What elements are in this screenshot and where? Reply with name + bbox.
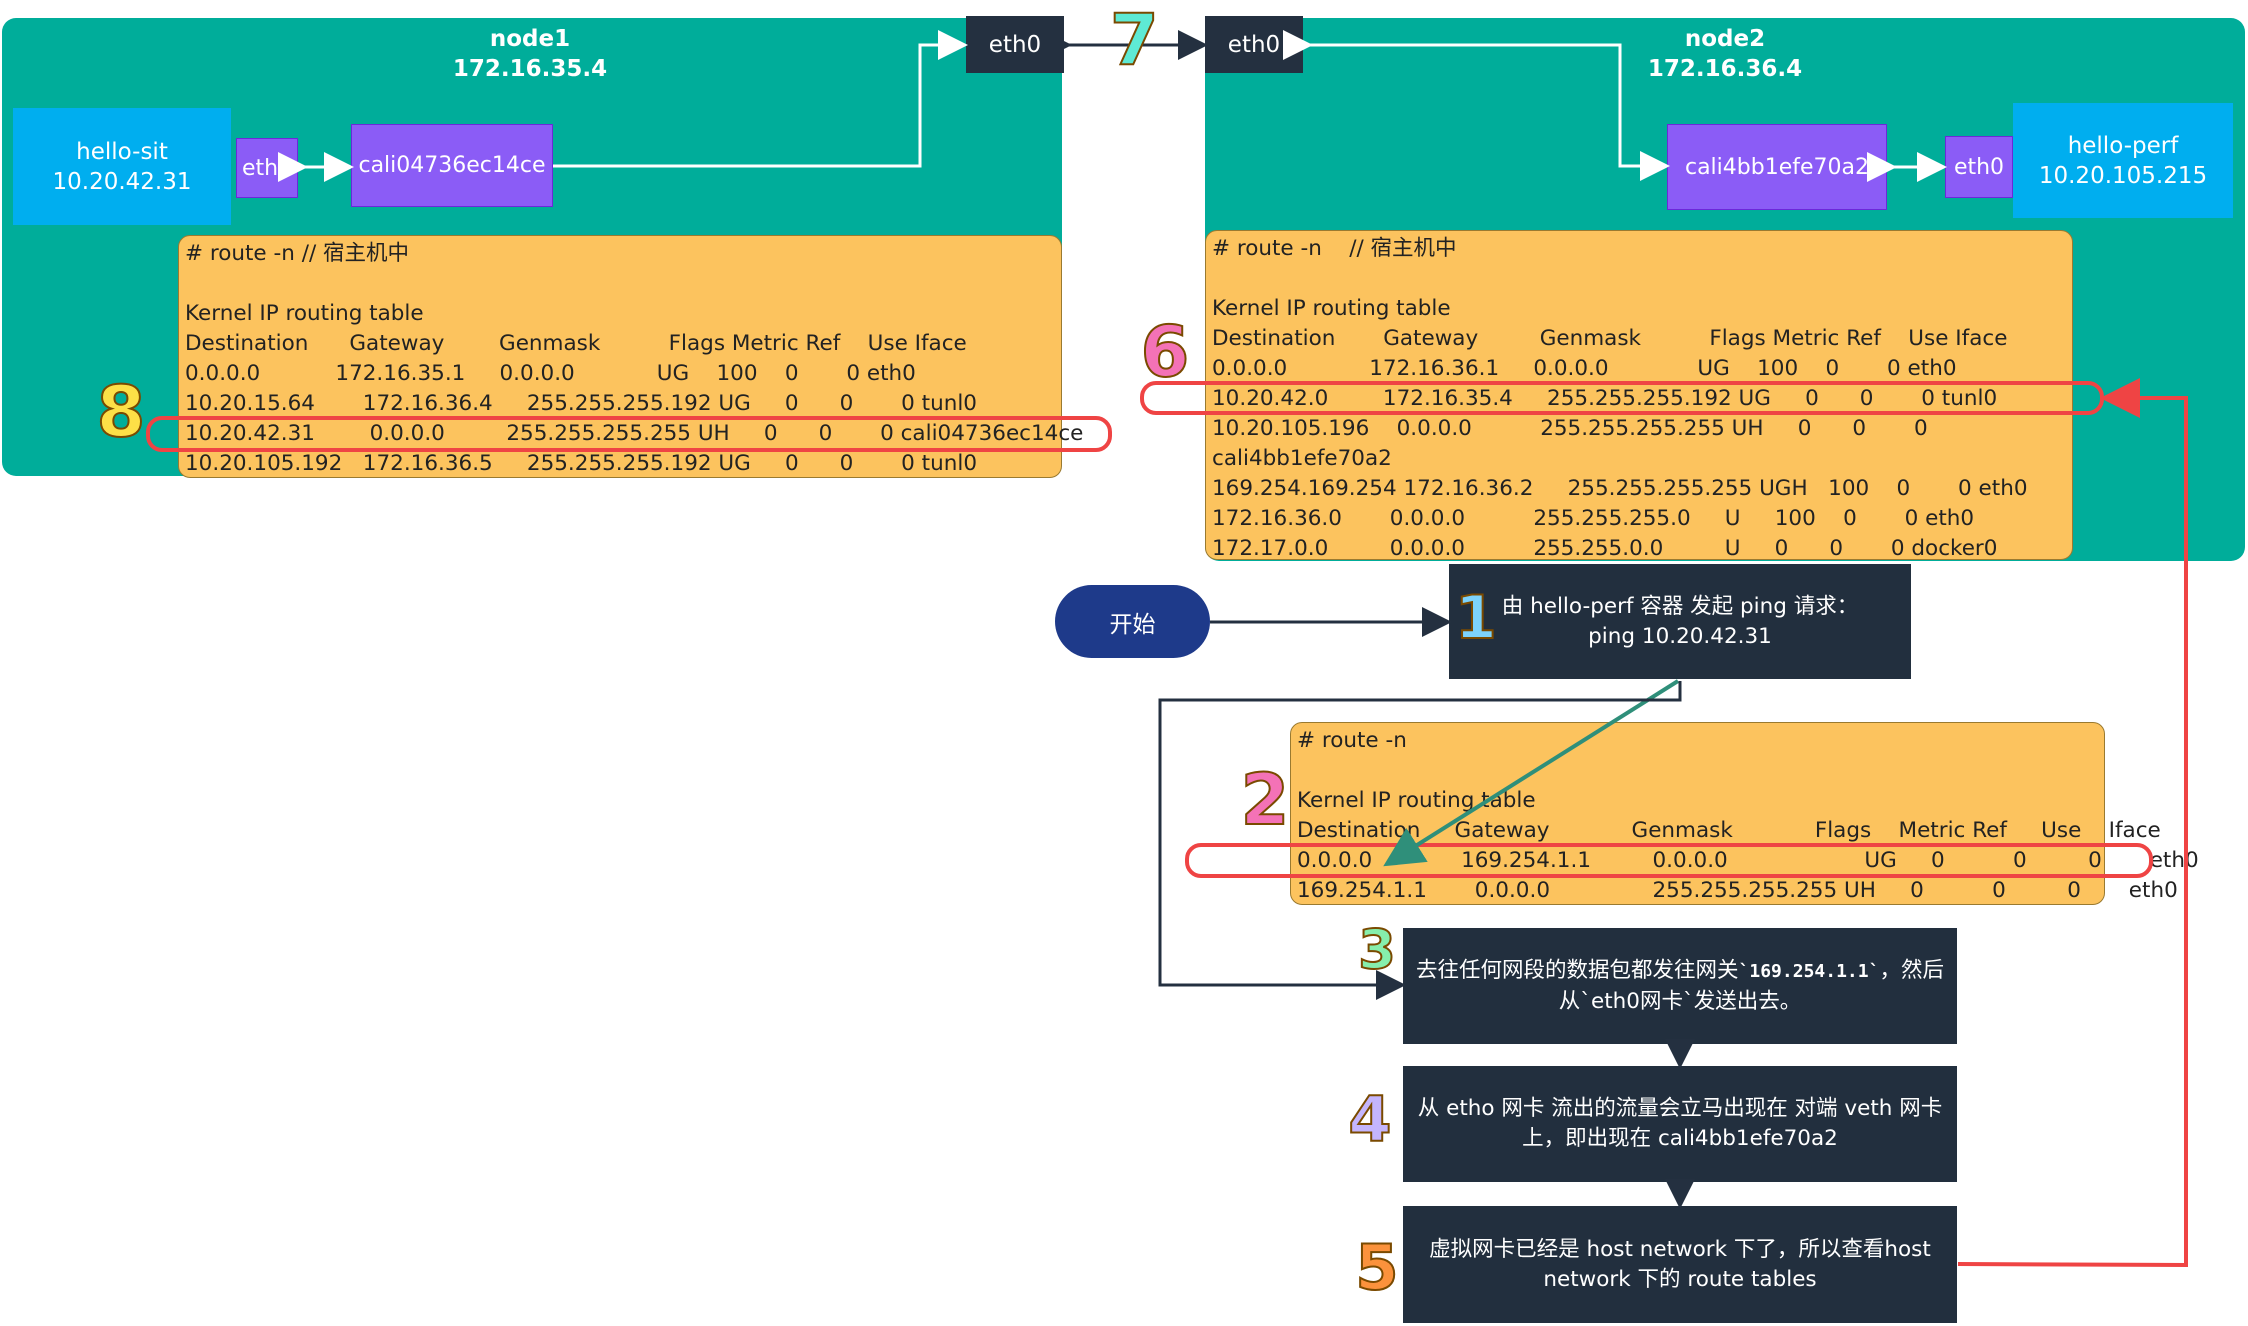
edge-step1-step3 xyxy=(1158,681,1682,1000)
node1-eth0: eth0 xyxy=(966,16,1064,73)
step1-line2: ping 10.20.42.31 xyxy=(1588,623,1772,649)
step3-badge: 3 xyxy=(1357,917,1397,982)
step1-line1: 由 hello-perf 容器 发起 ping 请求： xyxy=(1501,593,1859,619)
step3-line2: 从`eth0网卡`发送出去。 xyxy=(1558,988,1802,1014)
edge-veth-node1-eth0 xyxy=(553,30,968,168)
node1-route-row: 10.20.15.64 172.16.36.4 255.255.255.192 … xyxy=(185,391,977,416)
node2-ip: 172.16.36.4 xyxy=(1647,56,1803,82)
node2-veth-cali4bb1efe70a2: cali4bb1efe70a2 xyxy=(1667,124,1887,210)
node2-route-header: Destination Gateway Genmask Flags Metric… xyxy=(1212,326,2008,351)
step2-badge: 2 xyxy=(1240,759,1291,841)
node1-route-row: 0.0.0.0 172.16.35.1 0.0.0.0 UG 100 0 0 e… xyxy=(185,361,916,386)
start-node: 开始 xyxy=(1055,585,1210,658)
node2-title: node2 172.16.36.4 xyxy=(1575,24,1875,84)
hello-perf-eth0: eth0 xyxy=(1945,136,2013,198)
step4-badge: 4 xyxy=(1347,1082,1392,1157)
node2-route-cmd: # route -n // 宿主机中 xyxy=(1212,236,1457,261)
pod-route-title: Kernel IP routing table xyxy=(1297,788,1536,813)
hello-perf-pod: hello-perf 10.20.105.215 xyxy=(2013,103,2233,218)
step5-line2: network 下的 route tables xyxy=(1543,1266,1817,1292)
pod-route-row: 169.254.1.1 0.0.0.0 255.255.255.255 UH 0… xyxy=(1297,878,2178,903)
step4-line1: 从 etho 网卡 流出的流量会立马出现在 对端 veth 网卡 xyxy=(1417,1096,1943,1121)
node1-veth-cali04736ec14ce: cali04736ec14ce xyxy=(351,124,553,207)
node1-highlight-row xyxy=(146,416,1112,452)
hello-perf-ip: 10.20.105.215 xyxy=(2038,162,2208,189)
node1-route-row: 10.20.42.31 0.0.0.0 255.255.255.255 UH 0… xyxy=(185,421,1084,446)
step1-box: 由 hello-perf 容器 发起 ping 请求： ping 10.20.4… xyxy=(1449,564,1911,679)
step5-badge: 5 xyxy=(1354,1230,1399,1305)
step3-box: 去往任何网段的数据包都发往网关`169.254.1.1`，然后 从`eth0网卡… xyxy=(1403,928,1957,1044)
node2-route-row: 172.16.36.0 0.0.0.0 255.255.255.0 U 100 … xyxy=(1212,506,1975,531)
step5-line1: 虚拟网卡已经是 host network 下了，所以查看host xyxy=(1429,1236,1931,1262)
node2-route-row: 172.17.0.0 0.0.0.0 255.255.0.0 U 0 0 0 d… xyxy=(1212,536,1998,561)
edge-node2-eth0-veth xyxy=(1283,30,1670,181)
step3-code: `169.254.1.1` xyxy=(1738,960,1880,982)
edge-step5-node2-route xyxy=(1957,378,2188,1268)
step1-badge: 1 xyxy=(1454,582,1498,654)
step4-line2: 上，即出现在 cali4bb1efe70a2 xyxy=(1522,1126,1838,1151)
pod-route-cmd: # route -n xyxy=(1297,728,1407,753)
hello-sit-name: hello-sit xyxy=(76,138,168,165)
edge-step1-pod-route xyxy=(1383,679,1680,867)
node1-title: node1 172.16.35.4 xyxy=(380,24,680,84)
step4-box: 从 etho 网卡 流出的流量会立马出现在 对端 veth 网卡 上，即出现在 … xyxy=(1403,1066,1957,1182)
node1-route-cmd: # route -n // 宿主机中 xyxy=(185,241,410,266)
node2-route-row: 10.20.105.196 0.0.0.0 255.255.255.255 UH… xyxy=(1212,416,1928,441)
pod-route-row: 0.0.0.0 169.254.1.1 0.0.0.0 UG 0 0 0 eth… xyxy=(1297,848,2199,873)
node1-ip: 172.16.35.4 xyxy=(452,56,608,82)
node1-name: node1 xyxy=(489,26,571,52)
node2-route-row: 10.20.42.0 172.16.35.4 255.255.255.192 U… xyxy=(1212,386,1998,411)
node2-route-row: cali4bb1efe70a2 xyxy=(1212,446,1392,471)
node1-route-title: Kernel IP routing table xyxy=(185,301,424,326)
node2-route-title: Kernel IP routing table xyxy=(1212,296,1451,321)
hello-sit-ip: 10.20.42.31 xyxy=(52,168,192,195)
step6-badge: 6 xyxy=(1140,311,1191,393)
step3-line1: 去往任何网段的数据包都发往网关`169.254.1.1`，然后 xyxy=(1403,956,1957,987)
node2-route-table: # route -n // 宿主机中 Kernel IP routing tab… xyxy=(1205,230,2073,561)
node2-route-row: 0.0.0.0 172.16.36.1 0.0.0.0 UG 100 0 0 e… xyxy=(1212,356,1957,381)
step8-badge: 8 xyxy=(96,371,147,453)
node2-name: node2 xyxy=(1684,26,1766,52)
node1-route-header: Destination Gateway Genmask Flags Metric… xyxy=(185,331,967,356)
pod-highlight-row xyxy=(1185,843,2153,878)
hello-sit-pod: hello-sit 10.20.42.31 xyxy=(13,108,231,225)
hello-perf-name: hello-perf xyxy=(2067,132,2179,159)
step3-pre: 去往任何网段的数据包都发往网关 xyxy=(1416,957,1739,983)
node2-route-row: 169.254.169.254 172.16.36.2 255.255.255.… xyxy=(1212,476,2028,501)
node1-route-table: # route -n // 宿主机中 Kernel IP routing tab… xyxy=(178,235,1083,478)
node1-route-row: 10.20.105.192 172.16.36.5 255.255.255.19… xyxy=(185,451,978,476)
pod-route-header: Destination Gateway Genmask Flags Metric… xyxy=(1297,818,2161,843)
step7-badge: 7 xyxy=(1109,0,1160,81)
step3-mid: ，然后 xyxy=(1879,957,1944,983)
step5-box: 虚拟网卡已经是 host network 下了，所以查看host network… xyxy=(1403,1206,1957,1323)
